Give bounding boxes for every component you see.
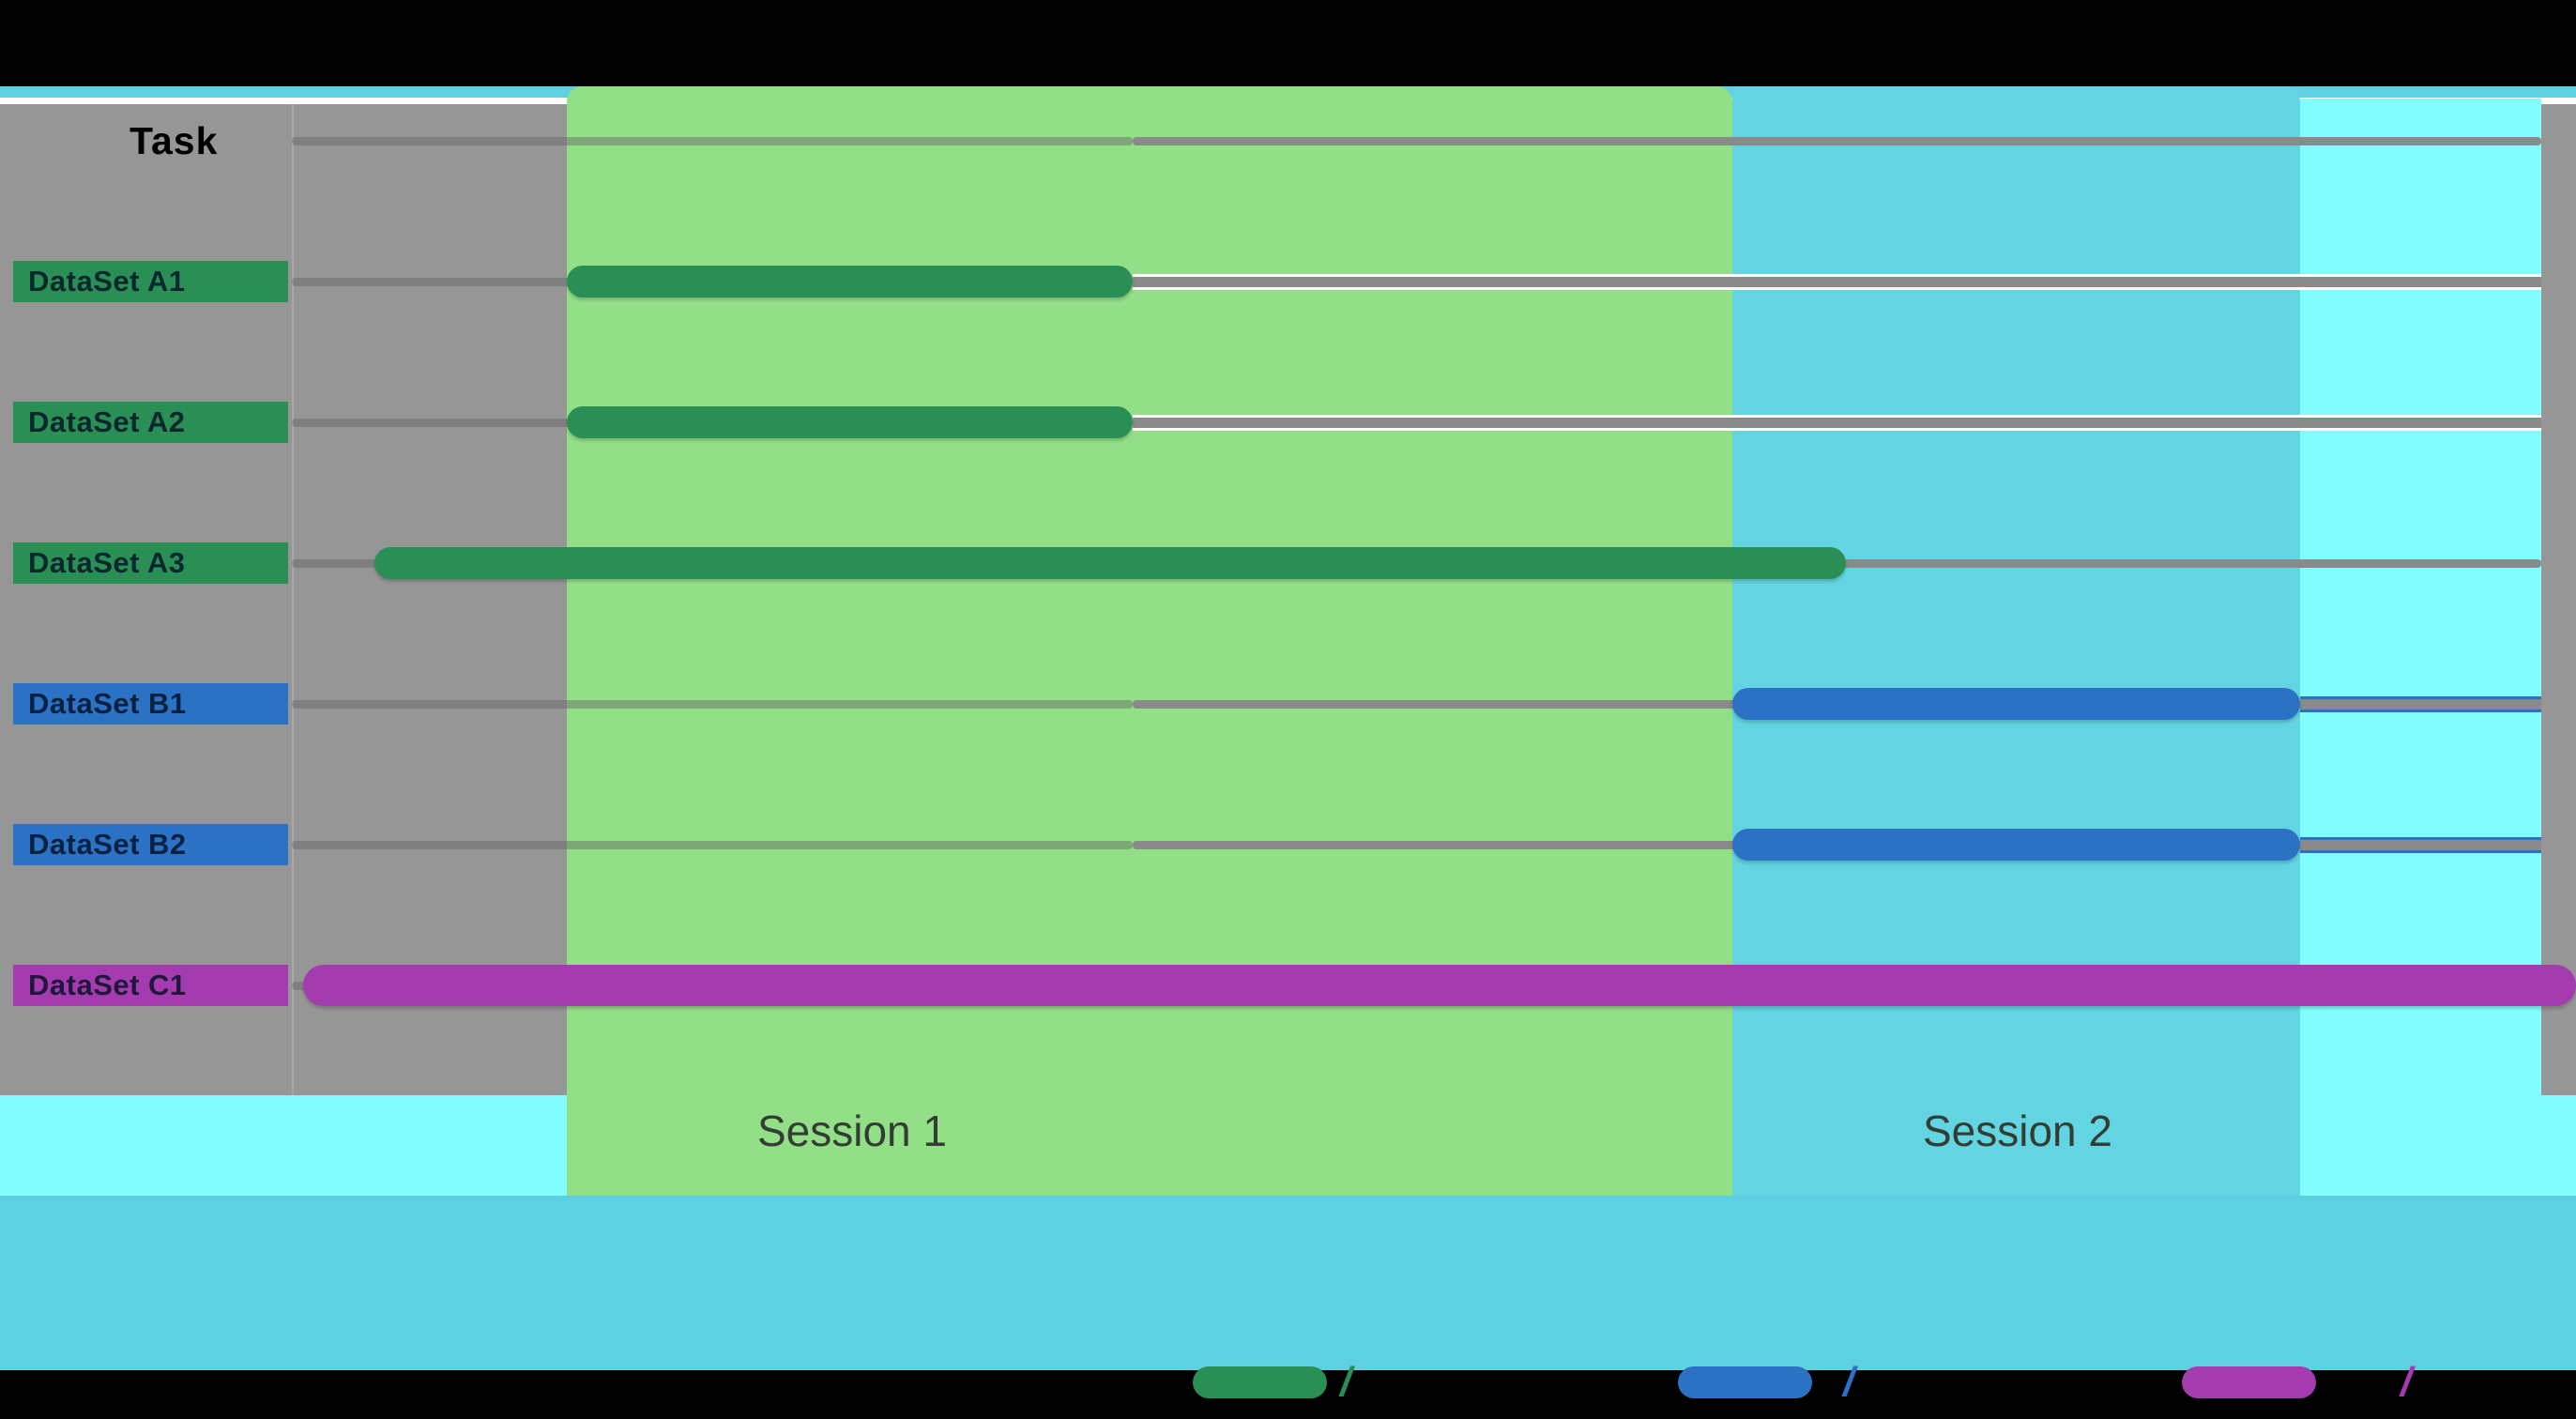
row-track-remainder [2300,836,2541,853]
timeline-bar-dataset-a1 [566,266,1133,298]
legend-swatch-purple [2182,1366,2316,1398]
row-label: DataSet B1 [28,687,187,720]
header-row-track [1132,136,2541,145]
row-label-chip: DataSet C1 [13,965,288,1006]
row-track-remainder [2300,695,2541,712]
row-label: DataSet A3 [28,546,186,579]
row-track-remainder [1132,273,2541,290]
row-label: DataSet B2 [28,828,187,861]
row-label: DataSet A1 [28,265,186,298]
header-row-track [292,136,1133,145]
row-label-chip: DataSet A3 [13,542,288,584]
row-label-chip: DataSet A2 [13,402,288,443]
row-label-chip: DataSet A1 [13,261,288,302]
legend-glyph-green: / [1340,1359,1352,1405]
row-track [292,699,1133,709]
row-track-remainder [1132,414,2541,431]
row-label-chip: DataSet B1 [13,683,288,725]
row-track [292,840,1133,849]
legend-swatch-green [1193,1366,1327,1398]
label-gutter-edge [292,104,294,1095]
timeline-bar-dataset-a2 [566,406,1133,438]
timeline-bar-dataset-a3 [373,547,1847,579]
timeline-bar-dataset-c1 [302,965,2576,1006]
legend-glyph-blue: / [1843,1359,1855,1405]
timeline-bar-dataset-b2 [1732,829,2301,861]
y-axis-title: Task [130,119,219,162]
legend-swatch-blue [1678,1366,1812,1398]
session-2-label: Session 2 [1922,1106,2113,1155]
session-1-label: Session 1 [756,1106,948,1155]
row-label-chip: DataSet B2 [13,824,288,865]
bottom-cyan-band [0,1196,2576,1370]
row-label: DataSet A2 [28,405,186,438]
session-2-band [1732,86,2300,1196]
row-label: DataSet C1 [28,969,187,1001]
legend-glyph-purple: / [2401,1359,2413,1405]
timeline-bar-dataset-b1 [1732,688,2301,720]
